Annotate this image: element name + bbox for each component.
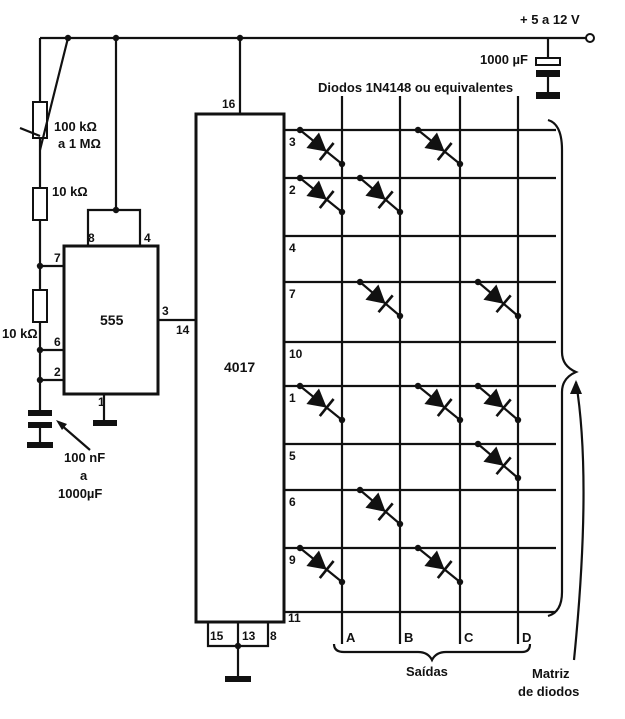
matrix-label-1: Matriz xyxy=(532,666,570,681)
diode xyxy=(356,486,404,528)
diode xyxy=(356,174,404,216)
ic-4017-pin-8: 8 xyxy=(270,629,277,643)
ic-555-pin-6: 6 xyxy=(54,335,61,349)
ic-555-pin-8: 8 xyxy=(88,231,95,245)
matrix-brace xyxy=(547,118,579,618)
ground-symbol xyxy=(93,420,117,426)
diode xyxy=(414,126,464,168)
ic-4017-pin-16: 16 xyxy=(222,97,236,111)
row-label: 9 xyxy=(289,553,296,567)
potentiometer-wiper xyxy=(38,37,70,151)
row-label: 6 xyxy=(289,495,296,509)
timing-capacitor-label-1: 100 nF xyxy=(64,450,105,465)
ic-555-pin-7: 7 xyxy=(54,251,61,265)
outputs-label: Saídas xyxy=(406,664,448,679)
supply-terminal xyxy=(585,33,595,43)
row-label: 7 xyxy=(289,287,296,301)
column-label: A xyxy=(346,630,356,645)
diode xyxy=(474,440,522,482)
timing-capacitor-label-2: a xyxy=(80,468,88,483)
diode xyxy=(414,544,464,586)
ic-555-pin-2: 2 xyxy=(54,365,61,379)
diode xyxy=(356,278,404,320)
ic-4017-pin-14: 14 xyxy=(176,323,190,337)
diodes-caption: Diodos 1N4148 ou equivalentes xyxy=(318,80,513,95)
ground-symbol xyxy=(27,442,53,448)
ic-555-pin-1: 1 xyxy=(98,395,105,409)
column-label: B xyxy=(404,630,413,645)
diode xyxy=(296,174,346,216)
ic-4017-pin-15: 15 xyxy=(210,629,224,643)
ic-4017-pin-11: 11 xyxy=(288,611,301,625)
ic-555-pin-4: 4 xyxy=(144,231,151,245)
diode-matrix: A B C D 3 2 4 7 10 1 5 6 9 xyxy=(284,96,556,645)
timing-network xyxy=(19,37,91,451)
diode xyxy=(296,382,346,424)
ground-symbol xyxy=(225,676,251,682)
row-label: 4 xyxy=(289,241,296,255)
ic-555-pin-3: 3 xyxy=(162,304,169,318)
row-label: 5 xyxy=(289,449,296,463)
column-label: D xyxy=(522,630,531,645)
resistor-r2 xyxy=(32,289,48,323)
diode xyxy=(296,126,346,168)
row-label: 2 xyxy=(289,183,296,197)
resistor-r1-label: 10 kΩ xyxy=(52,184,88,199)
row-label: 3 xyxy=(289,135,296,149)
matrix-pointer xyxy=(572,381,585,661)
ic-555-name: 555 xyxy=(100,312,124,328)
ic-4017: 4017 16 14 11 15 13 8 xyxy=(176,38,301,682)
ic-555: 555 8 4 7 6 2 3 1 xyxy=(54,38,196,426)
diode xyxy=(474,278,522,320)
supply-voltage-label: + 5 a 12 V xyxy=(520,12,580,27)
outputs-brace xyxy=(332,643,532,663)
resistor-r2-label: 10 kΩ xyxy=(2,326,38,341)
diode xyxy=(296,544,346,586)
row-label: 1 xyxy=(289,391,296,405)
filter-capacitor: 1000 µF xyxy=(480,38,561,99)
diode xyxy=(474,382,522,424)
potentiometer-label-1: 100 kΩ xyxy=(54,119,97,134)
filter-capacitor-label: 1000 µF xyxy=(480,52,528,67)
timing-capacitor-label-3: 1000µF xyxy=(58,486,102,501)
resistor-r1 xyxy=(32,187,48,221)
row-label: 10 xyxy=(289,347,303,361)
ic-4017-name: 4017 xyxy=(224,359,255,375)
column-label: C xyxy=(464,630,474,645)
diode xyxy=(414,382,464,424)
potentiometer-label-2: a 1 MΩ xyxy=(58,136,101,151)
matrix-label-2: de diodos xyxy=(518,684,579,699)
ic-4017-pin-13: 13 xyxy=(242,629,256,643)
